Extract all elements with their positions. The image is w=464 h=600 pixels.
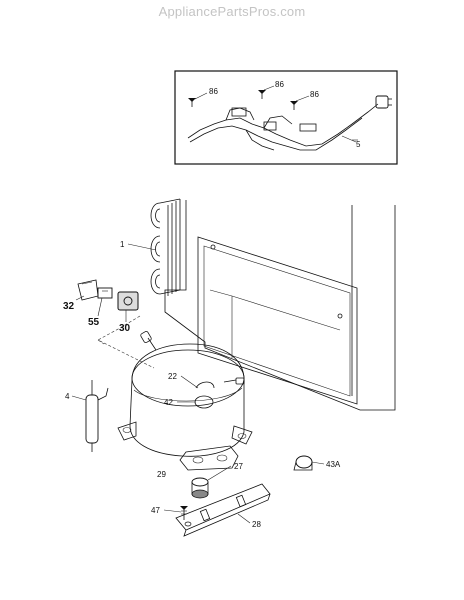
screw-icon bbox=[290, 101, 298, 110]
screw-icon bbox=[258, 90, 266, 99]
relay-bracket bbox=[77, 279, 99, 301]
callout-22: 22 bbox=[168, 372, 177, 381]
callout-86-mid: 86 bbox=[275, 80, 284, 89]
callout-86-right: 86 bbox=[310, 90, 319, 99]
screw-icon bbox=[188, 98, 196, 107]
cabinet-outline bbox=[164, 200, 396, 411]
callout-1: 1 bbox=[120, 240, 125, 249]
condenser-coil bbox=[150, 198, 181, 296]
callout-27: 27 bbox=[234, 462, 243, 471]
callout-29: 29 bbox=[157, 470, 166, 479]
power-plug-icon bbox=[375, 95, 392, 109]
callout-4: 4 bbox=[65, 392, 70, 401]
mount-rail bbox=[175, 483, 271, 537]
callout-43a: 43A bbox=[326, 460, 341, 469]
callout-47: 47 bbox=[151, 506, 160, 515]
callout-32: 32 bbox=[63, 301, 75, 312]
overload-protector bbox=[117, 291, 139, 311]
filter-drier bbox=[85, 380, 109, 452]
watermark: AppliancePartsPros.com bbox=[158, 4, 306, 19]
screw-icon bbox=[180, 506, 188, 520]
compressor bbox=[117, 331, 253, 471]
grommet bbox=[191, 477, 209, 499]
harness-inset bbox=[174, 70, 398, 165]
tube-clamp bbox=[293, 455, 313, 471]
callout-5: 5 bbox=[356, 140, 361, 149]
callout-86-left: 86 bbox=[209, 87, 218, 96]
callout-28: 28 bbox=[252, 520, 261, 529]
relay bbox=[97, 287, 113, 299]
callout-42: 42 bbox=[164, 398, 173, 407]
callout-55: 55 bbox=[88, 317, 100, 328]
callout-30: 30 bbox=[119, 323, 131, 334]
